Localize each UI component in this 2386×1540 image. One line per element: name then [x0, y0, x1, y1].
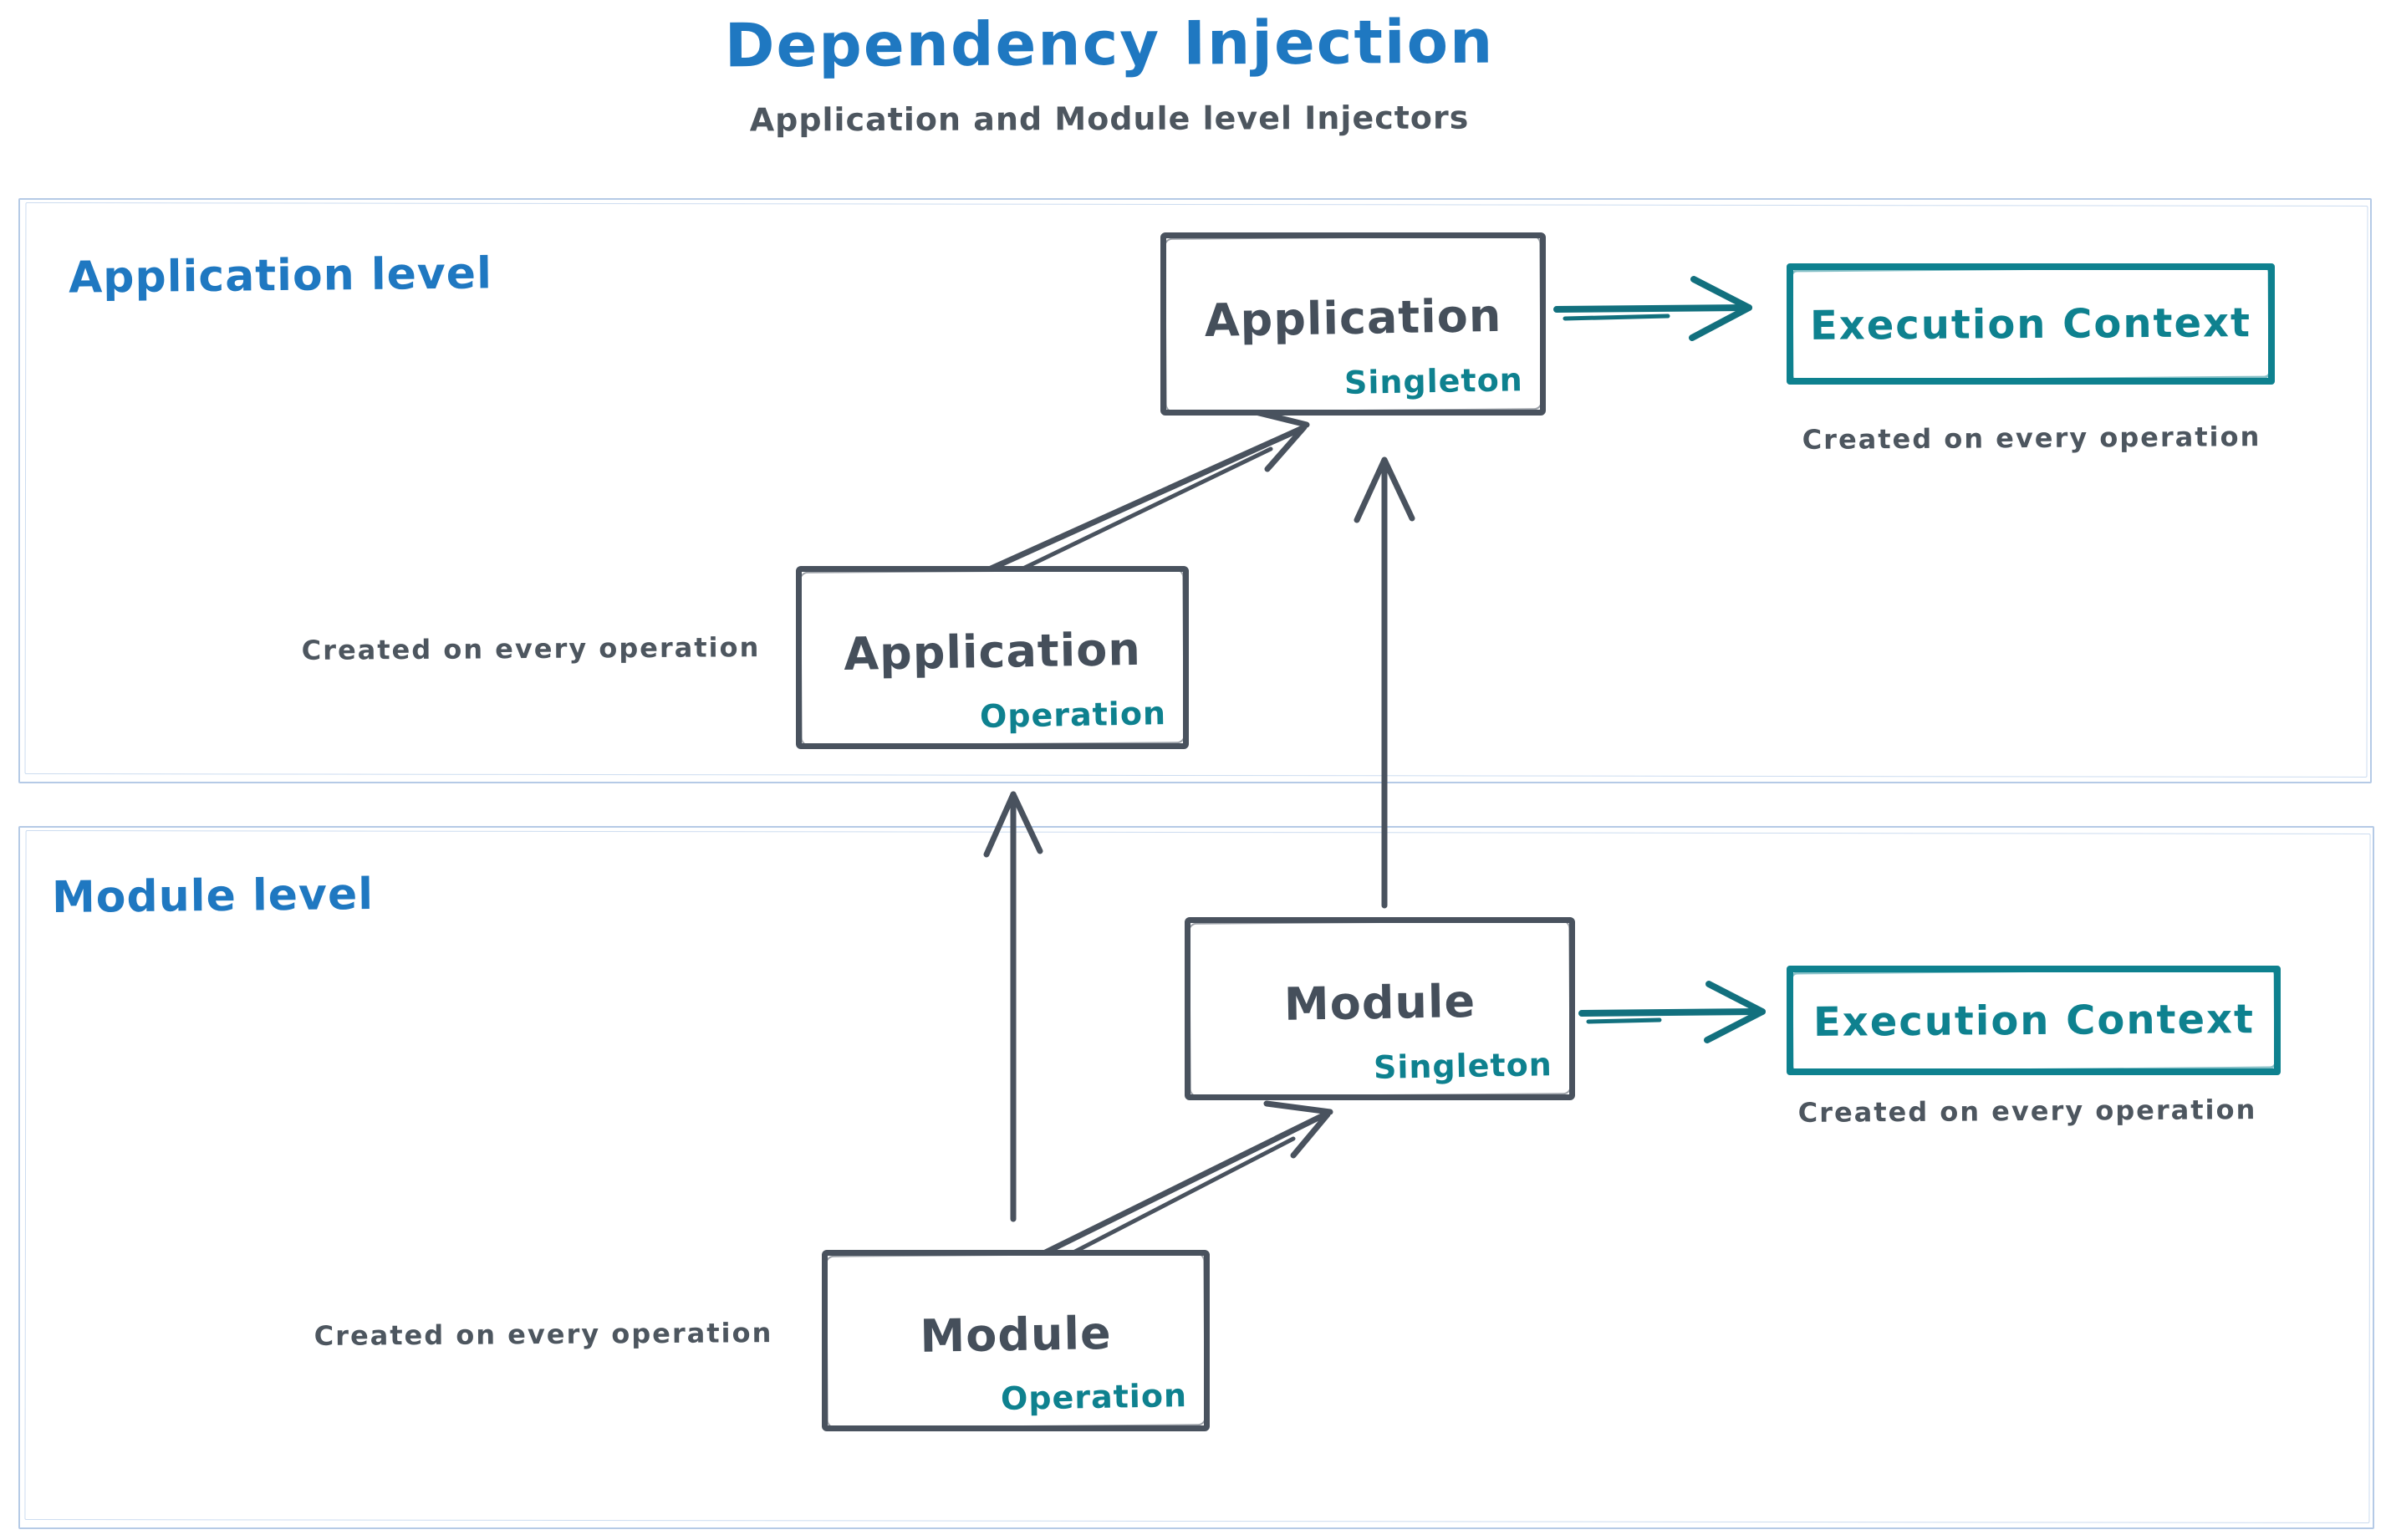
app-singleton-name: Application: [1204, 288, 1502, 347]
app-operation-name: Application: [843, 622, 1142, 681]
app-operation-node: Application Operation: [796, 566, 1189, 749]
module-singleton-node: Module Singleton: [1185, 917, 1575, 1100]
module-operation-caption: Created on every operation: [314, 1317, 773, 1352]
application-level-container: [18, 198, 2372, 783]
module-execution-context-caption: Created on every operation: [1797, 1094, 2257, 1129]
module-execution-context-node: Execution Context: [1787, 966, 2281, 1075]
diagram-subtitle: Application and Module level Injectors: [749, 99, 1470, 139]
module-singleton-name: Module: [1283, 974, 1476, 1031]
title-block: Dependency Injection Application and Mod…: [482, 6, 1736, 139]
module-execution-context-label: Execution Context: [1812, 995, 2255, 1046]
app-execution-context-node: Execution Context: [1787, 263, 2275, 385]
module-singleton-scope-badge: Singleton: [1373, 1046, 1553, 1086]
module-operation-scope-badge: Operation: [1000, 1377, 1188, 1417]
module-level-container: [18, 826, 2374, 1529]
application-level-label: Application level: [68, 248, 493, 303]
app-singleton-scope-badge: Singleton: [1343, 361, 1524, 401]
app-operation-caption: Created on every operation: [301, 631, 761, 666]
diagram-title: Dependency Injection: [724, 6, 1495, 81]
app-singleton-node: Application Singleton: [1160, 232, 1546, 416]
app-execution-context-label: Execution Context: [1809, 298, 2252, 349]
app-execution-context-caption: Created on every operation: [1802, 421, 2261, 456]
module-operation-name: Module: [919, 1306, 1113, 1363]
module-operation-node: Module Operation: [822, 1250, 1210, 1431]
module-level-label: Module level: [51, 869, 375, 924]
app-operation-scope-badge: Operation: [979, 695, 1167, 735]
